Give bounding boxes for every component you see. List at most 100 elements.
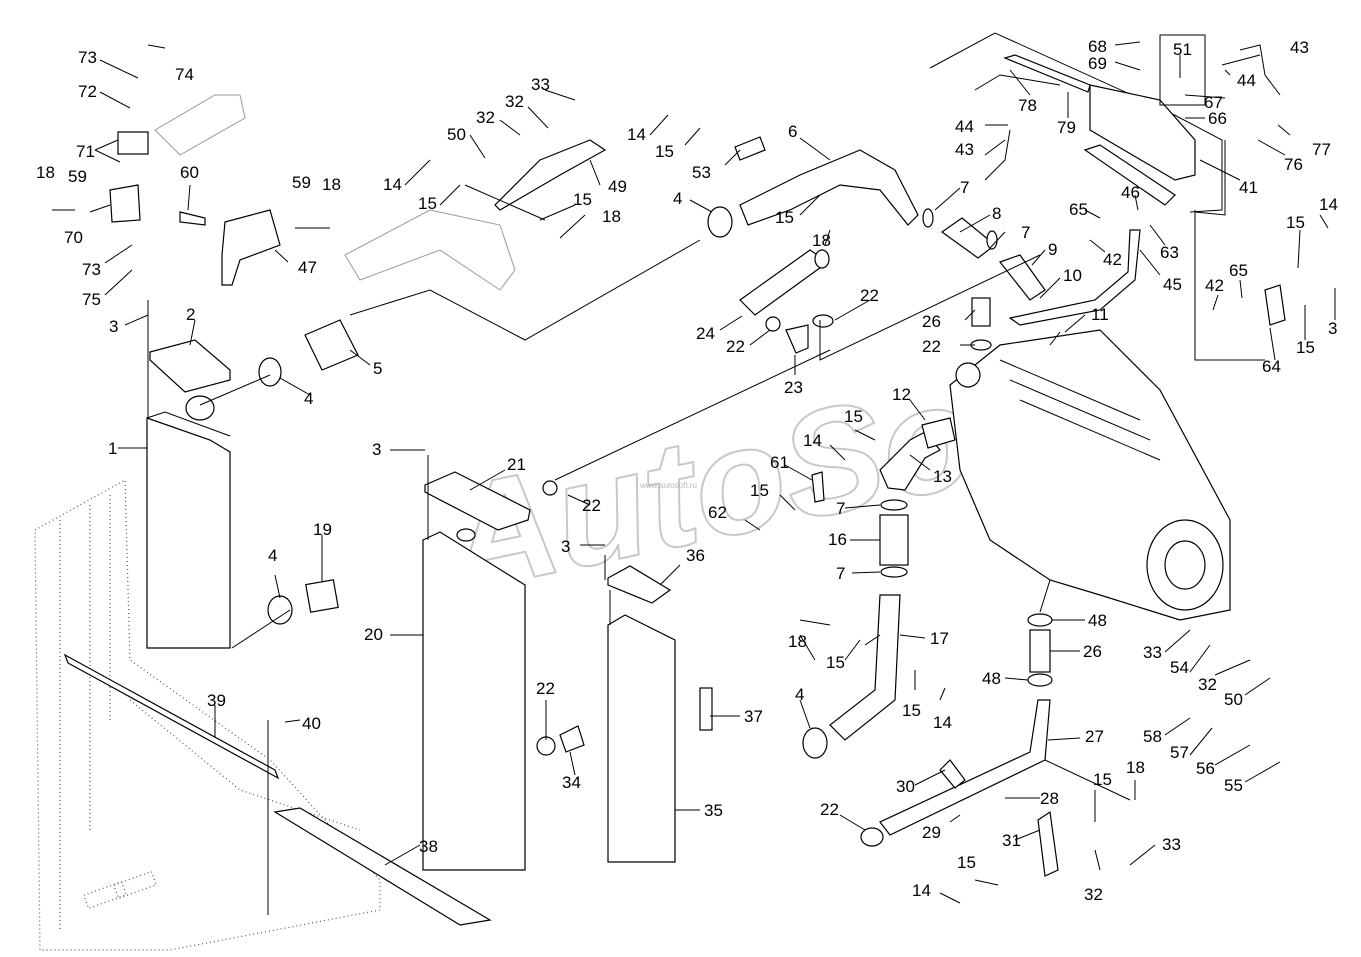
callout-72: 72 xyxy=(78,82,97,101)
callout-31: 31 xyxy=(1002,831,1021,850)
callout-4: 4 xyxy=(304,389,313,408)
callout-35: 35 xyxy=(704,801,723,820)
hose-45 xyxy=(1008,229,1141,326)
callout-27: 27 xyxy=(1085,727,1104,746)
callout-59: 59 xyxy=(68,167,87,186)
radiator-1-top xyxy=(146,411,231,437)
callout-1: 1 xyxy=(108,439,117,458)
callout-8: 8 xyxy=(992,204,1001,223)
callout-30: 30 xyxy=(896,777,915,796)
leaders-tank xyxy=(974,74,1061,91)
hose-43-right xyxy=(1239,44,1281,96)
callout-50: 50 xyxy=(1224,690,1243,709)
callout-15: 15 xyxy=(655,142,674,161)
callout-57: 57 xyxy=(1170,743,1189,762)
callout-14: 14 xyxy=(627,125,646,144)
clamp-4-mid xyxy=(258,357,282,387)
leaders-top-left xyxy=(52,44,330,296)
callout-61: 61 xyxy=(770,453,789,472)
leaders-left-link xyxy=(199,239,701,406)
callout-64: 64 xyxy=(1262,357,1281,376)
callout-3: 3 xyxy=(109,317,118,336)
callout-3: 3 xyxy=(1328,319,1337,338)
ring-22-d xyxy=(542,480,558,496)
bracket-47 xyxy=(221,209,281,286)
callout-60: 60 xyxy=(180,163,199,182)
callout-15: 15 xyxy=(844,407,863,426)
callout-66: 66 xyxy=(1208,109,1227,128)
ring-22-f xyxy=(860,827,884,847)
leaders-right-bracket xyxy=(1194,140,1336,361)
callout-48: 48 xyxy=(982,669,1001,688)
callout-7: 7 xyxy=(960,178,969,197)
callout-32: 32 xyxy=(1084,885,1103,904)
leaders-left xyxy=(118,300,371,915)
ring-48-b xyxy=(1027,673,1053,687)
callout-15: 15 xyxy=(902,701,921,720)
leader-lines xyxy=(52,41,1336,915)
callout-18: 18 xyxy=(1126,758,1145,777)
plate-53 xyxy=(734,136,766,161)
frame-grille-1 xyxy=(83,880,127,910)
callout-15: 15 xyxy=(1296,338,1315,357)
callout-23: 23 xyxy=(784,378,803,397)
callout-20: 20 xyxy=(364,625,383,644)
pipe-6 xyxy=(739,149,919,226)
callout-48: 48 xyxy=(1088,611,1107,630)
leaders-center xyxy=(649,114,1061,299)
callout-47: 47 xyxy=(298,258,317,277)
strip-38 xyxy=(273,807,492,926)
callout-62: 62 xyxy=(708,503,727,522)
radiator-20 xyxy=(422,531,526,871)
callout-32: 32 xyxy=(476,108,495,127)
callout-7: 7 xyxy=(836,499,845,518)
leaders-mid xyxy=(719,299,1086,375)
callout-15: 15 xyxy=(826,653,845,672)
parts xyxy=(34,32,1286,951)
callout-43: 43 xyxy=(1290,38,1309,57)
ring-48-a xyxy=(1027,613,1053,627)
bracket-49 xyxy=(494,139,607,211)
box-51 xyxy=(1159,34,1206,106)
callout-10: 10 xyxy=(1063,266,1082,285)
callout-45: 45 xyxy=(1163,275,1182,294)
callout-29: 29 xyxy=(922,823,941,842)
callout-44: 44 xyxy=(1237,71,1256,90)
bracket-21 xyxy=(424,471,531,531)
clamp-7-a xyxy=(880,499,908,511)
callout-16: 16 xyxy=(828,530,847,549)
callout-4: 4 xyxy=(268,546,277,565)
callout-51: 51 xyxy=(1173,40,1192,59)
callout-3: 3 xyxy=(372,440,381,459)
pipe-24-end xyxy=(814,249,830,269)
callout-15: 15 xyxy=(750,481,769,500)
callout-65: 65 xyxy=(1229,261,1248,280)
callout-4: 4 xyxy=(795,685,804,704)
callout-15: 15 xyxy=(418,194,437,213)
callout-73: 73 xyxy=(82,260,101,279)
callout-75: 75 xyxy=(82,290,101,309)
callout-76: 76 xyxy=(1284,155,1303,174)
callout-56: 56 xyxy=(1196,759,1215,778)
callout-43: 43 xyxy=(955,140,974,159)
bracket-2 xyxy=(149,339,231,393)
callout-53: 53 xyxy=(692,163,711,182)
callout-22: 22 xyxy=(860,286,879,305)
radiator-1 xyxy=(146,417,231,649)
callout-63: 63 xyxy=(1160,243,1179,262)
callout-15: 15 xyxy=(573,190,592,209)
leaders-lower-center xyxy=(384,544,740,866)
rod-78 xyxy=(1003,54,1091,93)
callout-59: 59 xyxy=(292,173,311,192)
frame-ribs xyxy=(59,495,111,930)
callout-19: 19 xyxy=(313,520,332,539)
callout-17: 17 xyxy=(930,629,949,648)
callout-22: 22 xyxy=(820,800,839,819)
callout-28: 28 xyxy=(1040,789,1059,808)
callout-21: 21 xyxy=(507,455,526,474)
callout-33: 33 xyxy=(531,75,550,94)
callout-44: 44 xyxy=(955,117,974,136)
callout-9: 9 xyxy=(1048,240,1057,259)
callout-18: 18 xyxy=(602,207,621,226)
